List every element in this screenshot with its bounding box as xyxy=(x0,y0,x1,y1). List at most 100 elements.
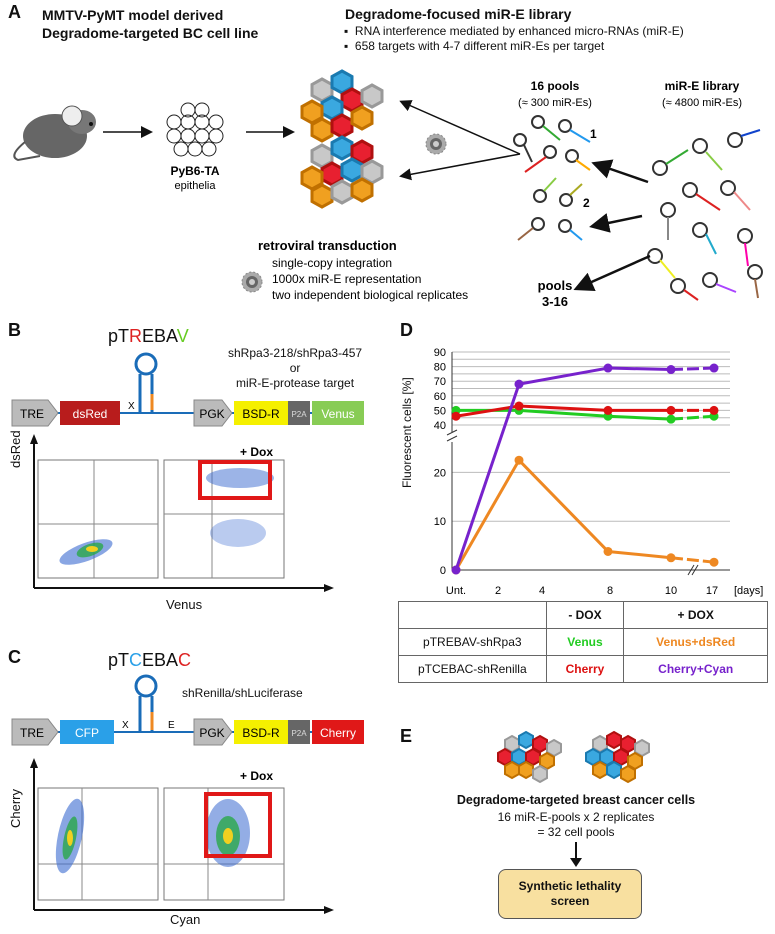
x-axis-unit: [days] xyxy=(734,585,763,597)
construct-b-note-2: or xyxy=(289,361,301,375)
data-point xyxy=(709,411,719,421)
facs-plot-c-right xyxy=(163,787,285,901)
construct-b-note-3: miR-E-protease target xyxy=(236,376,355,390)
panel-a-letter: A xyxy=(8,2,21,22)
y-axis-break-mark xyxy=(446,429,458,436)
series-line xyxy=(518,408,609,418)
e-label-c: E xyxy=(168,720,175,731)
data-point xyxy=(666,405,676,415)
tre-box-c xyxy=(11,718,59,746)
series-line xyxy=(518,366,609,386)
arrow-library-to-pool2 xyxy=(589,213,643,233)
panel-a-title: MMTV-PyMT model derived Degradome-target… xyxy=(42,6,258,42)
dox-label-b: + Dox xyxy=(240,445,273,459)
construct-b-T: T xyxy=(118,326,130,346)
construct-c-C1: C xyxy=(129,650,143,670)
x-axis-break-mark xyxy=(687,564,695,576)
arrow-pool1-to-top-cluster xyxy=(399,100,521,155)
x-label-c: X xyxy=(122,720,129,731)
cherry-label-box: Cherry xyxy=(320,726,356,740)
y-tick-label: 80 xyxy=(434,362,446,374)
facs-b-x-arrow xyxy=(324,584,334,592)
construct-c-T: T xyxy=(118,650,130,670)
pools-title: 16 pools xyxy=(531,79,580,93)
panel-e-title: Degradome-targeted breast cancer cells xyxy=(456,793,696,807)
y-tick-label: 10 xyxy=(434,516,446,528)
virus-icon xyxy=(425,133,447,155)
construct-c-EBA: EBA xyxy=(142,650,179,670)
mir-e-library-icon xyxy=(647,129,763,301)
venus-box xyxy=(312,401,364,425)
arrow-library-to-pool1 xyxy=(591,159,649,184)
arrow-library-to-pools-rest xyxy=(573,254,651,292)
hex-cluster-top xyxy=(300,69,384,143)
data-point xyxy=(666,553,676,563)
panel-b-diagram: TRE dsRed X PGK BSD-R P2A Venus + Dox xyxy=(11,352,364,592)
facs-plot-c-left xyxy=(37,787,159,901)
hairpin-b-loop xyxy=(134,352,158,376)
series-line xyxy=(670,556,715,564)
panel-c-diagram: TRE CFP X E PGK BSD-R P2A Cherry + Dox xyxy=(11,674,364,914)
pgk-box-b xyxy=(193,399,233,427)
hairpin-c-stem xyxy=(138,708,154,732)
p2a-box-c xyxy=(288,720,310,744)
venus-label-box: Venus xyxy=(321,407,354,421)
legend-venus: Venus xyxy=(545,628,625,656)
legend-cherry: Cherry xyxy=(545,655,625,683)
data-point xyxy=(709,557,719,567)
panel-e-line-2: = 32 cell pools xyxy=(537,825,615,839)
retro-line-3: two independent biological replicates xyxy=(272,288,468,302)
bullet-2-text: 658 targets with 4-7 different miR-Es pe… xyxy=(354,39,605,53)
construct-b-note-1: shRpa3-218/shRpa3-457 xyxy=(228,346,363,360)
y-tick-label: 20 xyxy=(434,467,446,479)
panel-e-lines: 16 miR-E-pools x 2 replicates = 32 cell … xyxy=(426,810,726,840)
hairpin-pool-1-icon xyxy=(513,115,591,173)
retro-line-1: single-copy integration xyxy=(272,256,392,270)
facs-b-gate-highlight xyxy=(198,460,272,500)
legend-row-name: pTREBAV-shRpa3 xyxy=(398,628,547,656)
arrow-pool1-to-bottom-cluster xyxy=(399,153,521,181)
panel-a-diagram: PyB6-TA epithelia 16 pools (≈ 300 miR-Es… xyxy=(13,69,763,309)
panel-d-letter: D xyxy=(400,320,413,340)
pgk-label-c: PGK xyxy=(199,726,224,740)
dsred-box xyxy=(60,401,120,425)
y-tick-label: 70 xyxy=(434,376,446,388)
library2-title: miR-E library xyxy=(665,79,740,93)
y-tick-label: 90 xyxy=(434,347,446,359)
data-point xyxy=(666,414,676,424)
hairpin-c-neck xyxy=(138,696,154,708)
bullet-2: ▪ 658 targets with 4-7 different miR-Es … xyxy=(344,39,605,53)
legend-row: pTREBAV-shRpa3 Venus Venus+dsRed xyxy=(398,628,768,656)
p2a-label-c: P2A xyxy=(291,729,307,738)
chart-y-label: Fluorescent cells [%] xyxy=(400,377,414,488)
hairpin-b-stem xyxy=(138,388,154,413)
bsd-label-b: BSD-R xyxy=(242,407,280,421)
series-line xyxy=(607,366,672,372)
y-tick-label: 50 xyxy=(434,405,446,417)
series-line xyxy=(454,383,521,571)
construct-b-note: shRpa3-218/shRpa3-457 or miR-E-protease … xyxy=(228,346,362,391)
data-point xyxy=(514,405,524,415)
facs-plot-b-right xyxy=(163,459,285,579)
pgk-box-c xyxy=(193,718,233,746)
mouse-icon xyxy=(13,105,96,162)
pool-label-1: 1 xyxy=(590,127,597,141)
pgk-label-b: PGK xyxy=(199,407,224,421)
construct-c-p: p xyxy=(108,650,119,670)
construct-b-R: R xyxy=(129,326,143,346)
data-point xyxy=(451,405,461,415)
dsred-label: dsRed xyxy=(73,407,108,421)
x-tick-label: 10 xyxy=(665,585,677,597)
construct-b-V: V xyxy=(176,326,189,346)
facs-c-x-label: Cyan xyxy=(170,912,201,927)
bsd-box-b xyxy=(234,401,288,425)
legend-header-minus: - DOX xyxy=(545,601,625,629)
chart-legend-table: - DOX + DOX pTREBAV-shRpa3 Venus Venus+d… xyxy=(398,601,768,683)
cell-line-sub: epithelia xyxy=(175,180,217,192)
cfp-box xyxy=(60,720,114,744)
facs-plot-b-left xyxy=(37,459,159,579)
construct-b-EBA: EBA xyxy=(142,326,177,346)
legend-row: pTCEBAC-shRenilla Cherry Cherry+Cyan xyxy=(398,655,768,683)
x-tick-label: 8 xyxy=(607,585,613,597)
x-label-b: X xyxy=(128,401,135,412)
